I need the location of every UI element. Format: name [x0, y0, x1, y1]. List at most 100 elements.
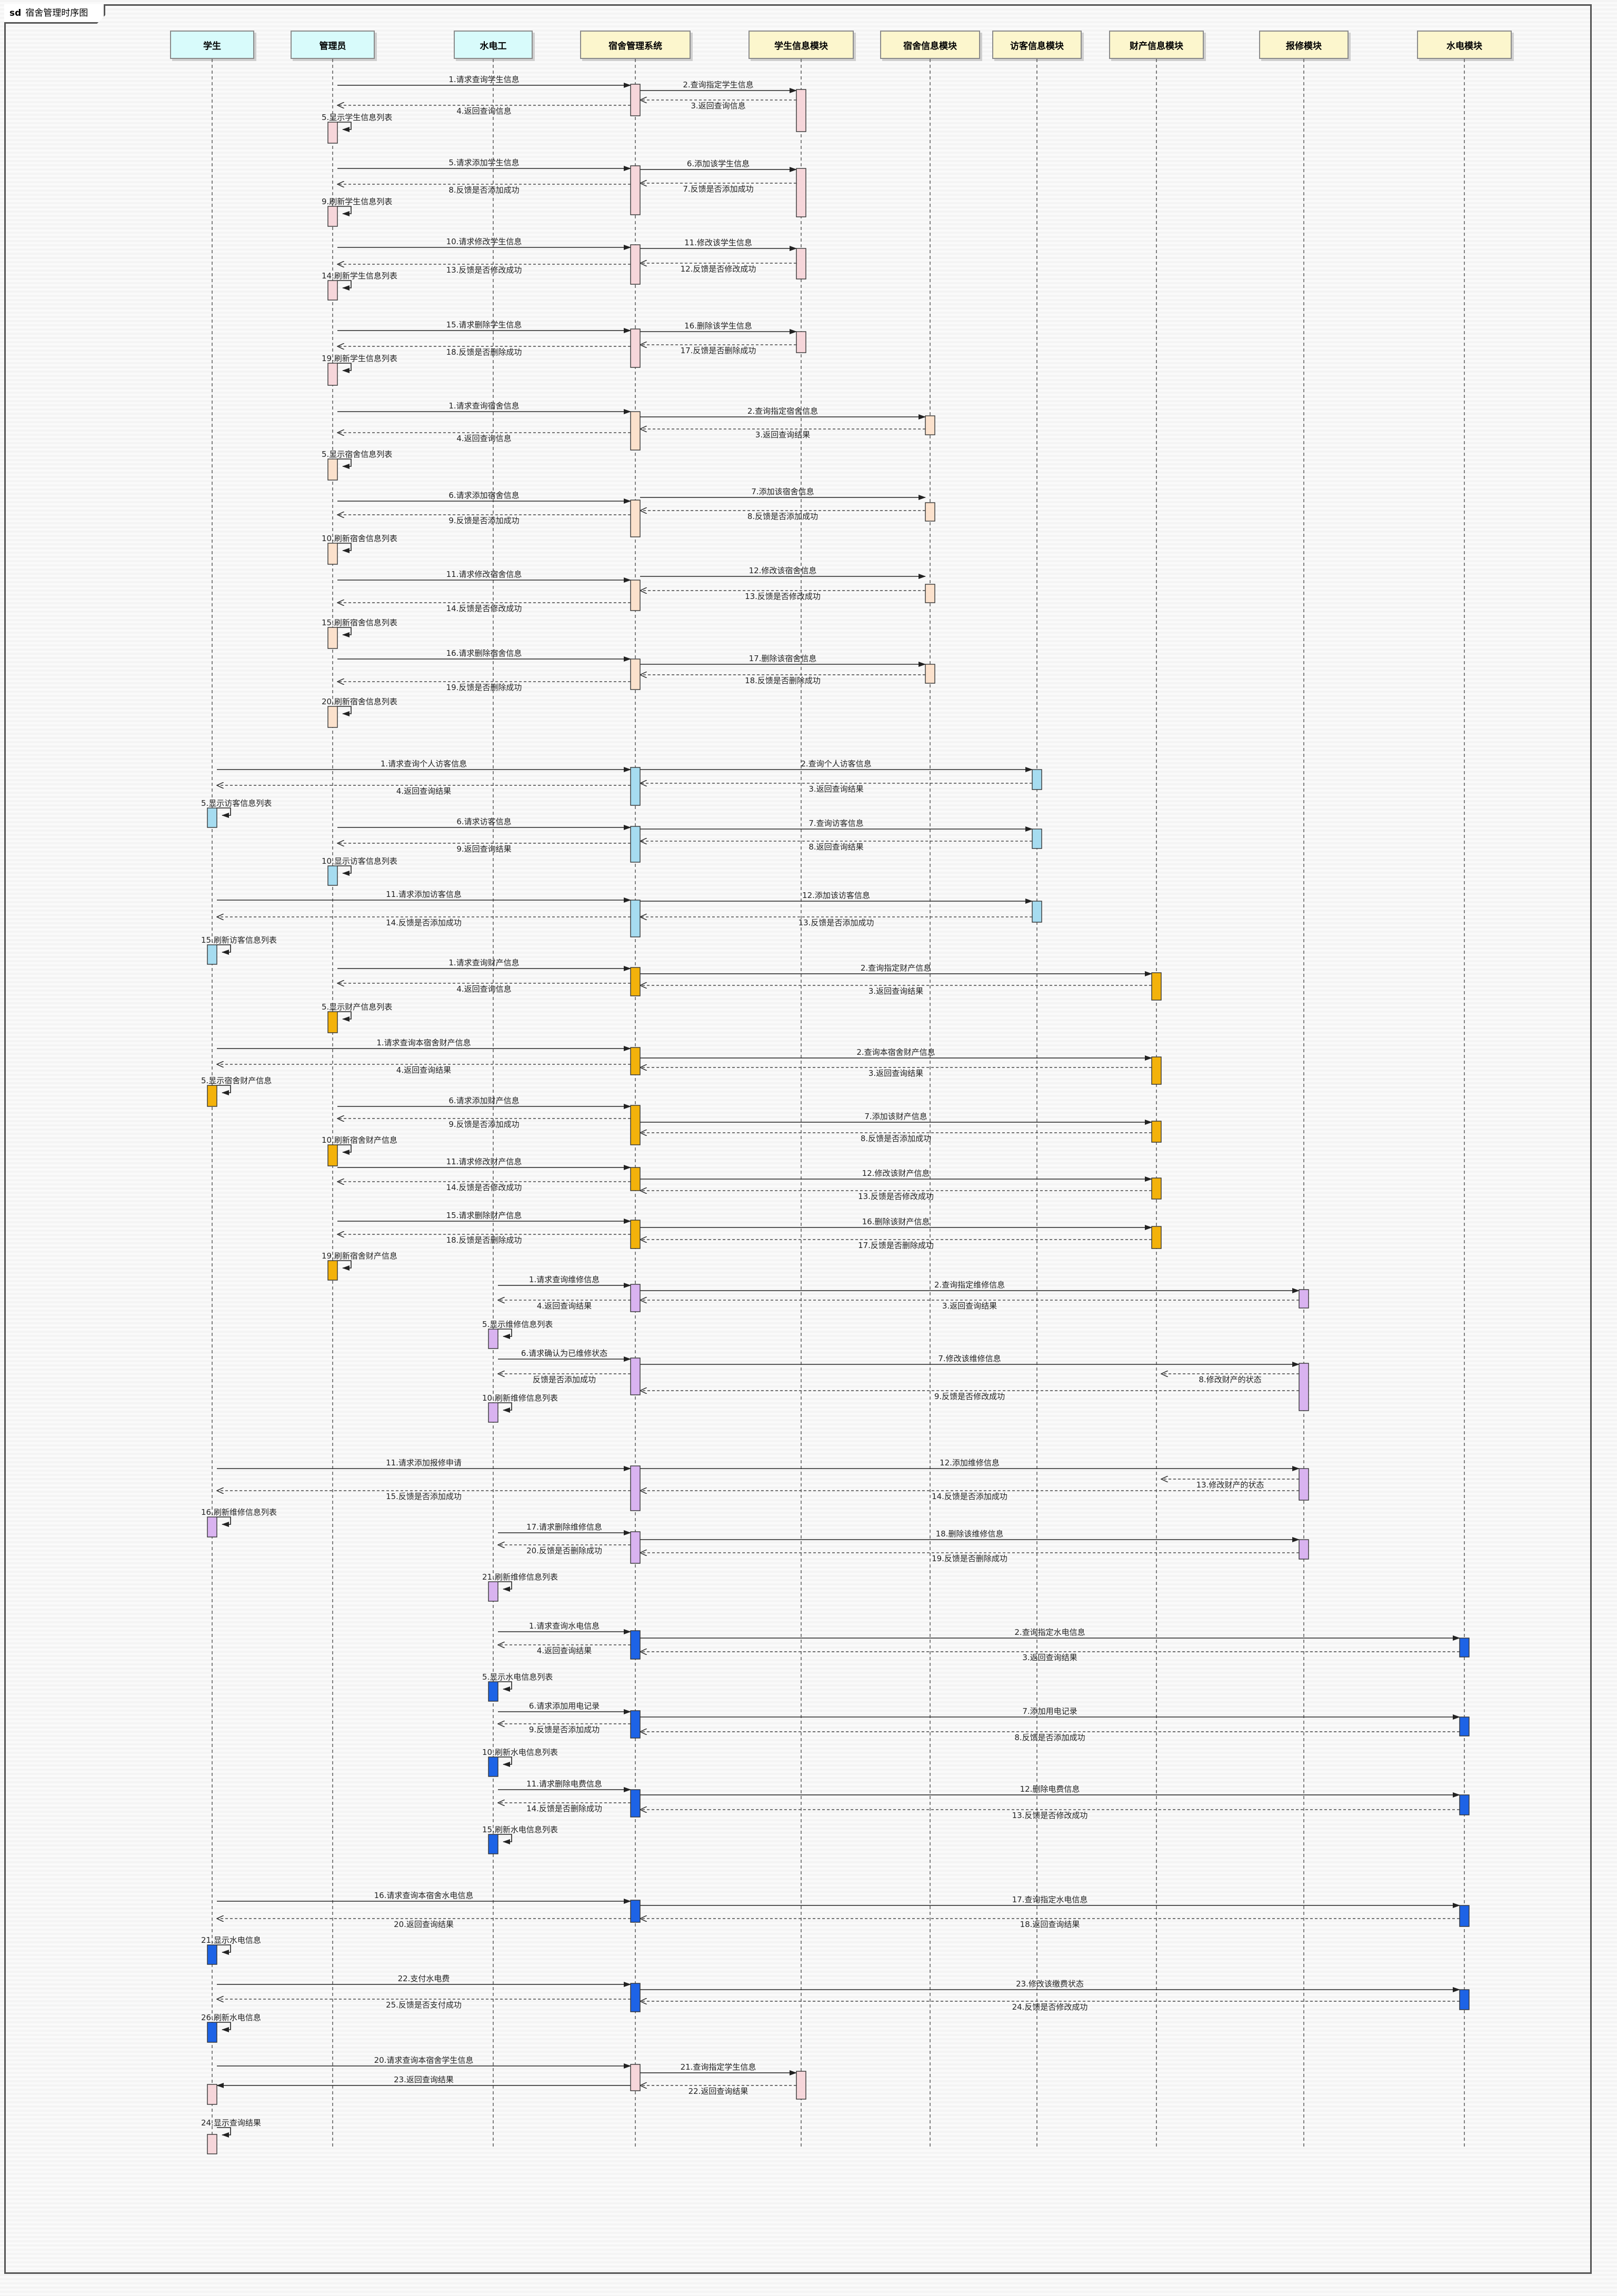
self-message-arrow [217, 1944, 231, 1955]
self-message-arrow [217, 1516, 231, 1527]
message-label: 20.刷新宿舍信息列表 [322, 697, 397, 706]
message-label: 1.请求查询个人访客信息 [381, 759, 467, 768]
message-label: 3.返回查询结果 [808, 784, 863, 794]
message-label: 8.修改财产的状态 [1199, 1375, 1261, 1384]
message-label: 4.返回查询结果 [396, 1065, 451, 1075]
participant-repair_mod: 报修模块 [1259, 31, 1349, 59]
participant-system: 宿舍管理系统 [580, 31, 691, 59]
activation-bar [630, 580, 641, 611]
message-label: 14.反馈是否删除成功 [526, 1804, 602, 1813]
message-label: 1.请求查询本宿舍财产信息 [376, 1038, 471, 1047]
message-label: 6.请求添加财产信息 [448, 1096, 519, 1105]
message-label: 16.请求查询本宿舍水电信息 [374, 1891, 474, 1900]
message-label: 20.返回查询结果 [394, 1920, 454, 1929]
message-label: 1.请求查询学生信息 [448, 75, 519, 84]
message-label: 10.刷新宿舍信息列表 [322, 534, 397, 543]
activation-bar [1032, 769, 1042, 790]
message-label: 21.刷新维修信息列表 [482, 1572, 558, 1582]
message-label: 8.反馈是否添加成功 [448, 185, 519, 195]
activation-bar [1459, 1638, 1470, 1658]
activation-bar [925, 584, 935, 603]
message-label: 13.修改财产的状态 [1196, 1480, 1264, 1490]
message-label: 19.反馈是否删除成功 [932, 1554, 1007, 1563]
activation-bar [327, 627, 338, 649]
message-label: 反馈是否添加成功 [533, 1375, 596, 1384]
message-label: 12.添加维修信息 [940, 1458, 1000, 1468]
activation-bar [796, 89, 806, 132]
message-label: 7.反馈是否添加成功 [683, 184, 753, 194]
activation-bar [207, 807, 217, 828]
activation-bar [1299, 1363, 1309, 1411]
message-label: 16.删除该财产信息 [862, 1217, 930, 1226]
message-label: 6.请求添加宿舍信息 [448, 491, 519, 500]
self-message-arrow [337, 1144, 352, 1155]
activation-bar [327, 543, 338, 565]
participant-worker: 水电工 [454, 31, 533, 59]
activation-bar [488, 1581, 498, 1602]
activation-bar [630, 1531, 641, 1564]
message-label: 15.请求删除学生信息 [446, 320, 522, 330]
activation-bar [488, 1681, 498, 1702]
message-label: 18.删除该维修信息 [936, 1529, 1004, 1539]
message-label: 14.反馈是否添加成功 [932, 1492, 1007, 1501]
self-message-arrow [498, 1581, 512, 1592]
message-label: 7.添加该财产信息 [864, 1112, 927, 1121]
message-label: 3.返回查询信息 [691, 101, 745, 111]
activation-bar [796, 2071, 806, 2100]
message-label: 17.反馈是否删除成功 [858, 1241, 934, 1250]
activation-bar [327, 1011, 338, 1033]
message-label: 5.显示维修信息列表 [482, 1320, 553, 1329]
message-label: 11.请求添加报修申请 [386, 1458, 462, 1468]
message-label: 21.查询指定学生信息 [681, 2062, 756, 2072]
message-label: 2.查询指定财产信息 [861, 963, 931, 973]
message-label: 15.刷新访客信息列表 [201, 935, 277, 945]
participant-dorm_mod: 宿舍信息模块 [880, 31, 980, 59]
message-label: 17.删除该宿舍信息 [749, 654, 817, 663]
message-label: 2.查询指定学生信息 [683, 80, 753, 89]
activation-bar [1151, 1121, 1162, 1143]
activation-bar [630, 1983, 641, 2012]
activation-bar [327, 363, 338, 386]
activation-bar [1151, 1056, 1162, 1085]
message-label: 25.反馈是否支付成功 [386, 2000, 462, 2010]
message-label: 18.反馈是否删除成功 [745, 676, 821, 685]
self-message-arrow [217, 1085, 231, 1095]
self-message-arrow [337, 865, 352, 876]
message-label: 17.请求删除维修信息 [526, 1522, 602, 1532]
participant-student: 学生 [170, 31, 254, 59]
activation-bar [1299, 1468, 1309, 1501]
message-label: 16.请求删除宿舍信息 [446, 648, 522, 658]
activation-bar [630, 2064, 641, 2091]
message-label: 9.反馈是否添加成功 [448, 516, 519, 525]
message-label: 19.反馈是否删除成功 [446, 683, 522, 692]
message-label: 3.返回查询结果 [869, 1069, 923, 1078]
activation-bar [327, 865, 338, 886]
message-label: 5.显示访客信息列表 [201, 798, 272, 808]
message-label: 15.刷新水电信息列表 [482, 1825, 558, 1834]
message-label: 6.请求确认为已维修状态 [521, 1349, 607, 1358]
message-label: 14.反馈是否修改成功 [446, 1183, 522, 1192]
message-label: 8.反馈是否添加成功 [861, 1134, 931, 1143]
message-label: 4.返回查询结果 [537, 1301, 592, 1311]
activation-bar [630, 1357, 641, 1395]
message-label: 7.修改该维修信息 [938, 1354, 1001, 1363]
message-label: 8.反馈是否添加成功 [1014, 1733, 1085, 1742]
sequence-diagram-frame [4, 4, 1592, 2274]
message-label: 4.返回查询信息 [456, 434, 511, 443]
message-label: 10.请求修改学生信息 [446, 237, 522, 246]
message-label: 24.反馈是否修改成功 [1012, 2002, 1088, 2012]
message-label: 11.请求添加访客信息 [386, 890, 462, 899]
activation-bar [1151, 1226, 1162, 1249]
activation-bar [925, 415, 935, 435]
activation-bar [630, 244, 641, 285]
message-label: 15.请求删除财产信息 [446, 1211, 522, 1220]
activation-bar [630, 1900, 641, 1923]
activation-bar [327, 1260, 338, 1281]
message-label: 12.反馈是否修改成功 [681, 264, 756, 274]
message-label: 7.添加用电记录 [1022, 1706, 1077, 1716]
participant-prop_mod: 财产信息模块 [1109, 31, 1204, 59]
message-label: 11.请求修改财产信息 [446, 1157, 522, 1166]
self-message-arrow [337, 1011, 352, 1022]
message-label: 2.查询个人访客信息 [801, 759, 871, 768]
frame-title: 宿舍管理时序图 [25, 8, 88, 18]
